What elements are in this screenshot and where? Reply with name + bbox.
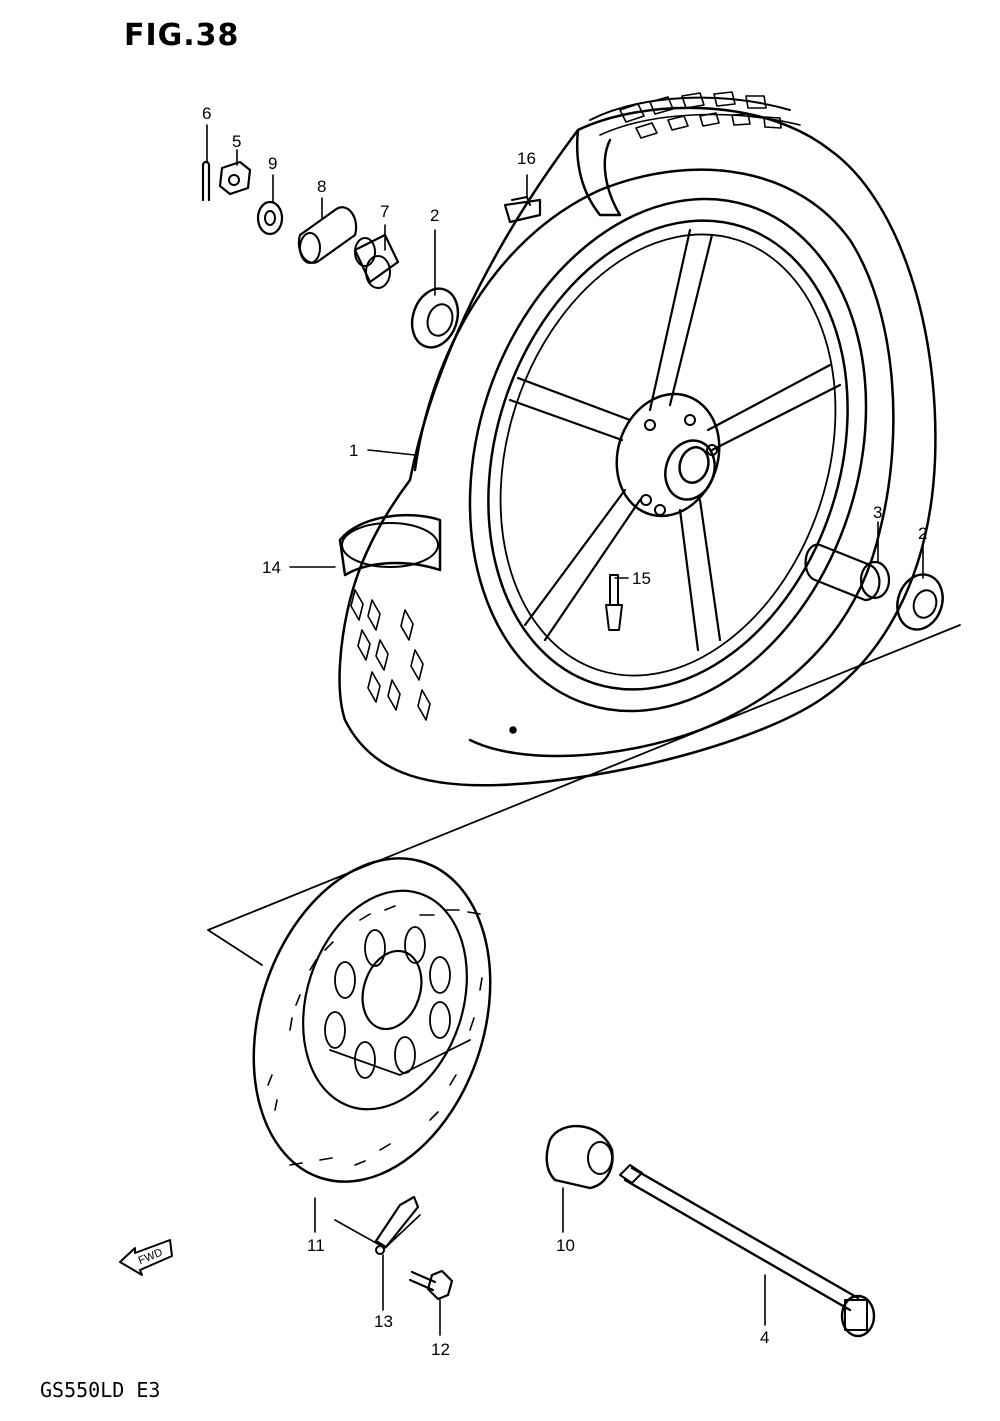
valve-stem xyxy=(605,574,623,631)
spacer xyxy=(297,206,358,264)
spacer-right xyxy=(804,543,881,602)
rim-outer xyxy=(468,197,868,713)
wheel-assembly xyxy=(338,91,937,787)
callout-2-top: 2 xyxy=(430,206,440,225)
figure-title: FIG.38 xyxy=(124,18,240,53)
callout-4: 4 xyxy=(760,1328,770,1347)
dust-cover xyxy=(545,1125,614,1190)
tire-outline xyxy=(338,106,937,787)
callout-9: 9 xyxy=(268,154,278,173)
bearing-top xyxy=(410,287,460,349)
callout-6: 6 xyxy=(202,104,212,123)
callout-10: 10 xyxy=(556,1236,575,1255)
brake-disc xyxy=(252,857,492,1183)
callout-16: 16 xyxy=(517,149,536,168)
lock-plate xyxy=(374,1195,420,1249)
tire-cutaway-top xyxy=(575,128,622,217)
callout-8: 8 xyxy=(317,177,327,196)
rim-inner xyxy=(487,219,849,691)
rim-lip xyxy=(499,233,837,677)
callout-3: 3 xyxy=(873,503,883,522)
collar xyxy=(353,233,400,284)
tire-cutaway-bottom xyxy=(338,514,442,577)
callout-5: 5 xyxy=(232,132,242,151)
callout-2-right: 2 xyxy=(918,524,928,543)
bearing-right xyxy=(896,573,944,631)
wheel-spokes xyxy=(508,228,842,652)
callout-7: 7 xyxy=(380,202,390,221)
fwd-arrow xyxy=(119,1239,173,1276)
callout-15: 15 xyxy=(632,569,651,588)
callout-1: 1 xyxy=(349,441,359,460)
hub-bore xyxy=(664,439,716,501)
callout-14: 14 xyxy=(262,558,281,577)
explode-line-upper xyxy=(207,624,961,966)
callout-12: 12 xyxy=(431,1340,450,1359)
callout-11: 11 xyxy=(307,1236,325,1255)
model-code: GS550LD E3 xyxy=(40,1378,161,1402)
fwd-label: FWD xyxy=(137,1247,165,1268)
washer xyxy=(256,200,284,236)
axle xyxy=(623,1166,860,1312)
callout-13: 13 xyxy=(374,1312,393,1331)
castle-nut xyxy=(218,160,252,196)
cotter-pin xyxy=(201,160,211,202)
